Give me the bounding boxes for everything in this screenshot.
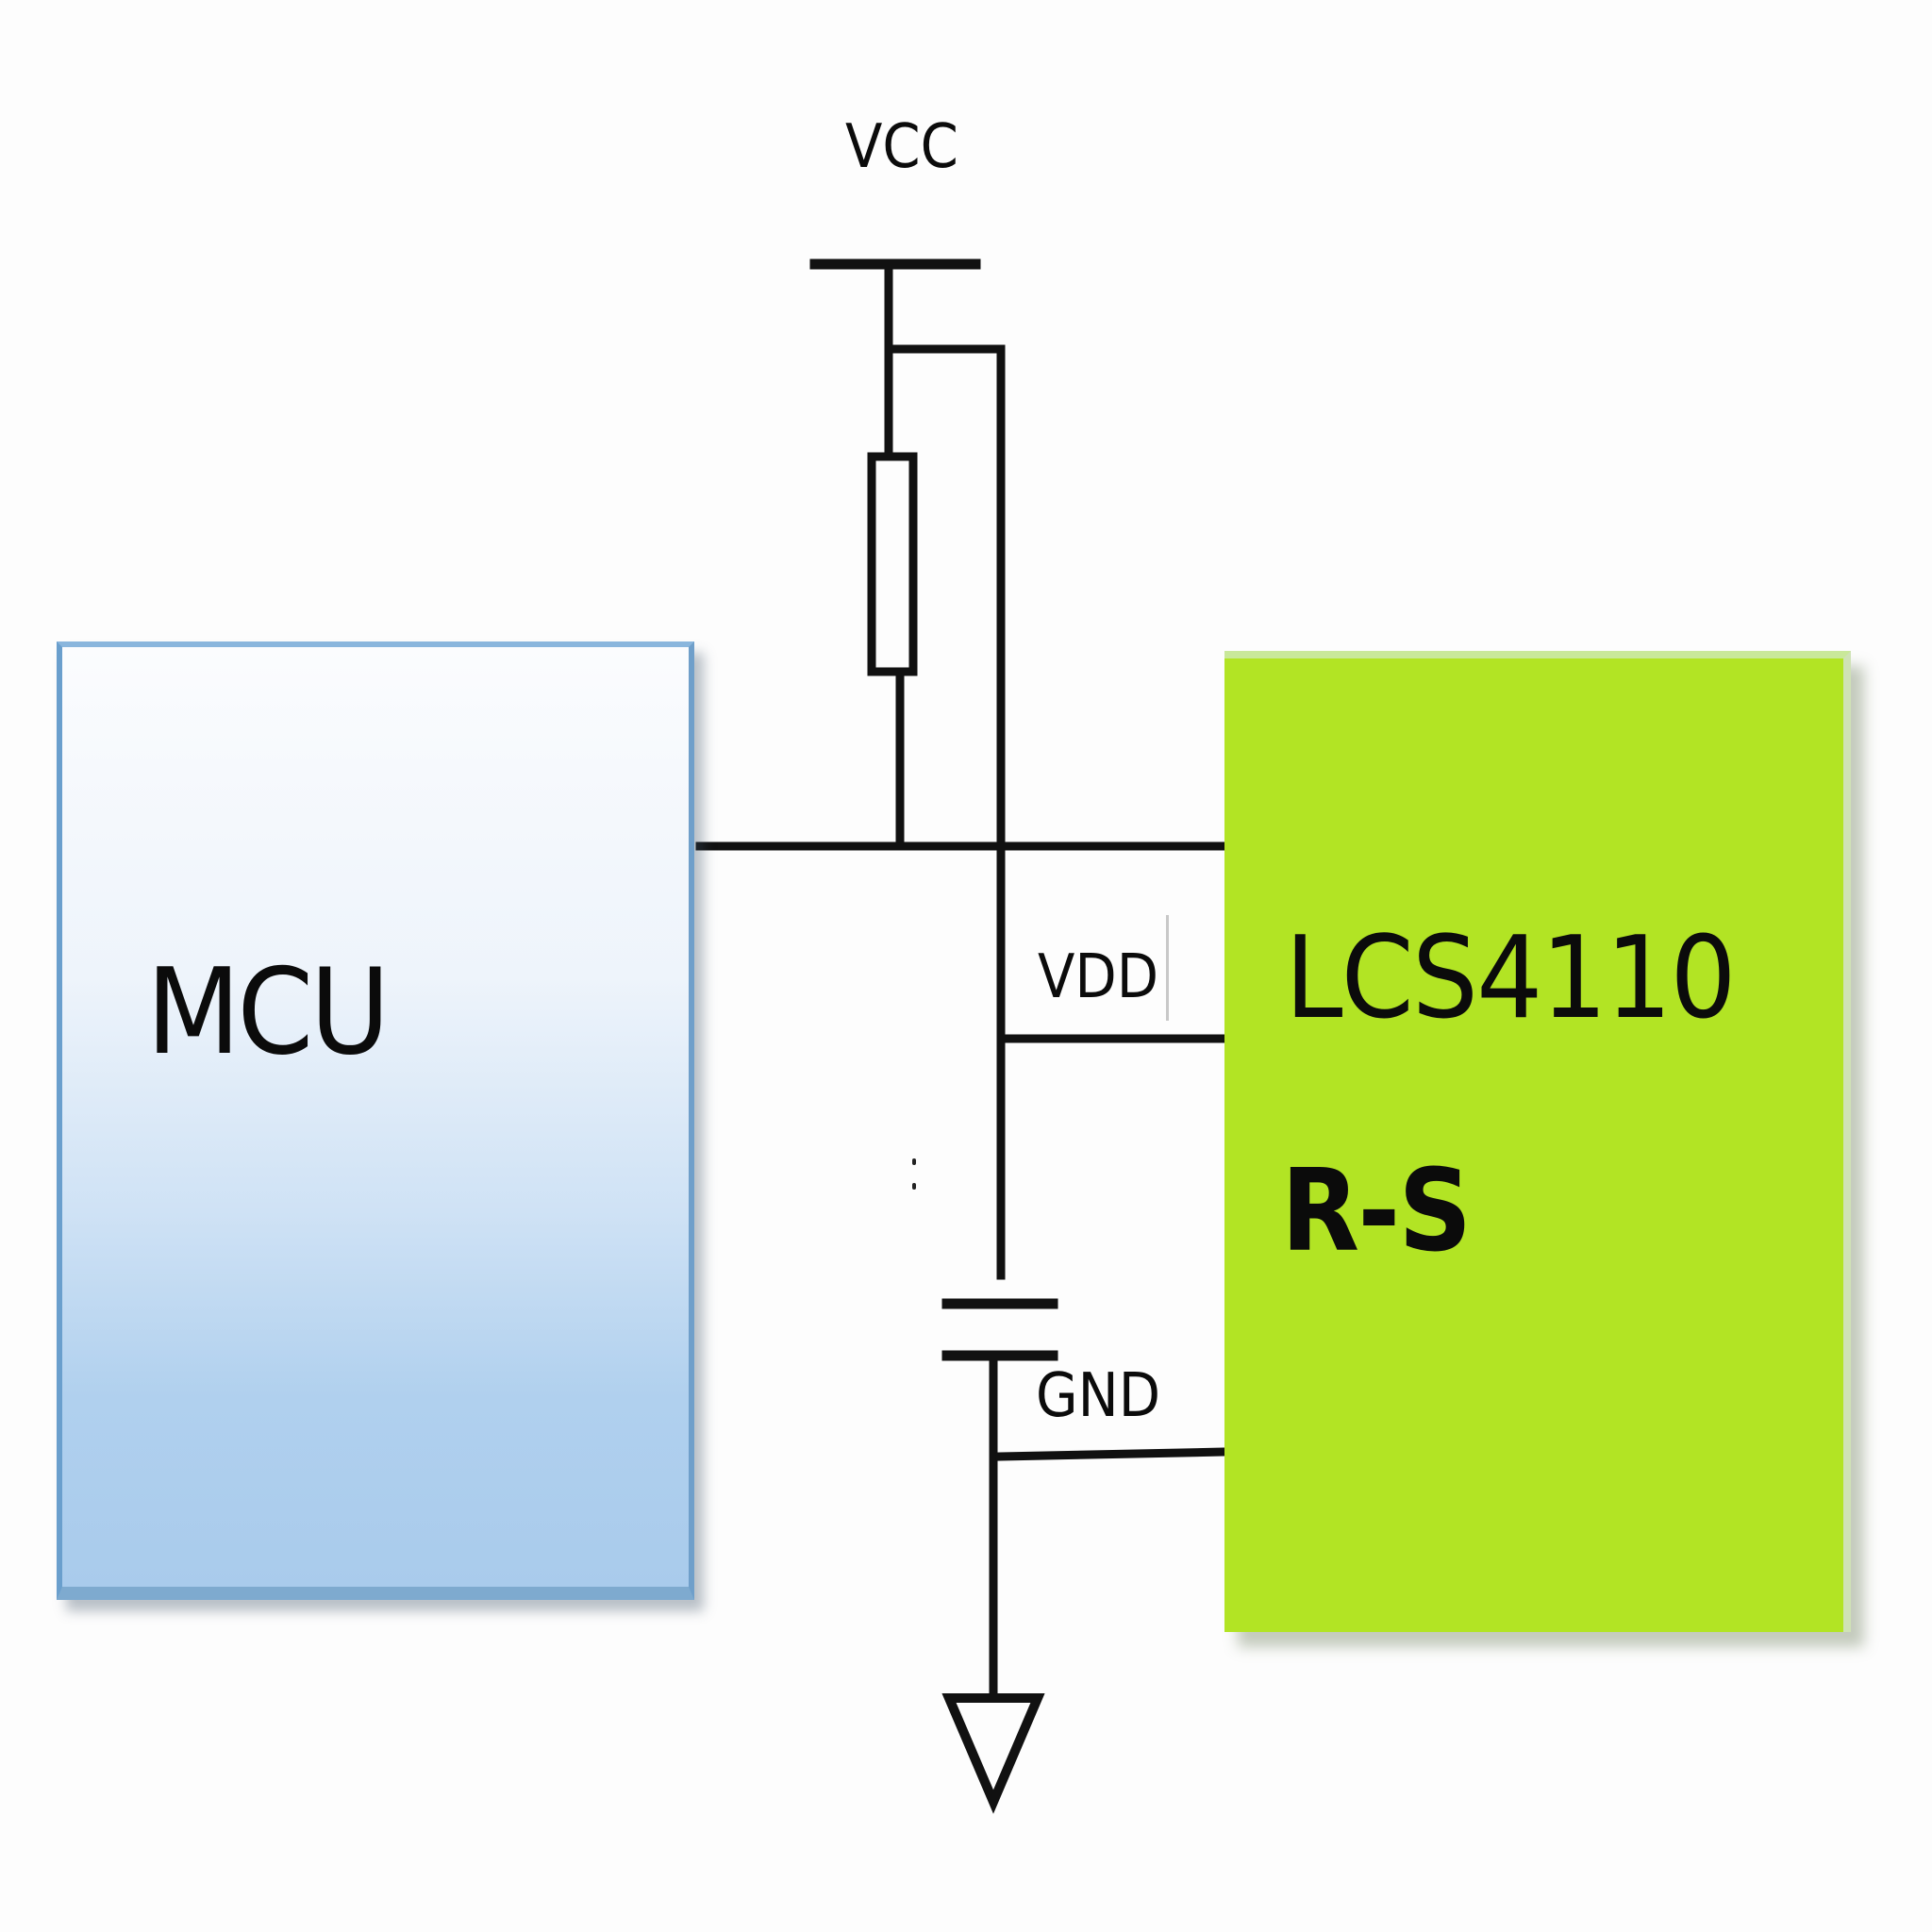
gnd-label: GND <box>1036 1361 1161 1431</box>
mcu-block <box>57 641 694 1600</box>
stray-dot-mark <box>912 1158 916 1165</box>
vcc-label: VCC <box>845 112 958 182</box>
lcs4110-block <box>1224 651 1851 1632</box>
ic-name-label: LCS4110 <box>1285 913 1737 1044</box>
mcu-label: MCU <box>146 942 390 1081</box>
ic-suffix-label: R-S <box>1281 1146 1472 1277</box>
wire-vcc-to-vdd-rail <box>888 344 1006 1280</box>
ground-icon <box>941 1693 1045 1814</box>
stray-dot-mark <box>912 1183 916 1190</box>
vdd-label: VDD <box>1038 942 1159 1012</box>
resistor-symbol <box>867 452 918 676</box>
text-cursor-artifact <box>1166 915 1169 1021</box>
wire-gnd-pin <box>995 1447 1229 1461</box>
